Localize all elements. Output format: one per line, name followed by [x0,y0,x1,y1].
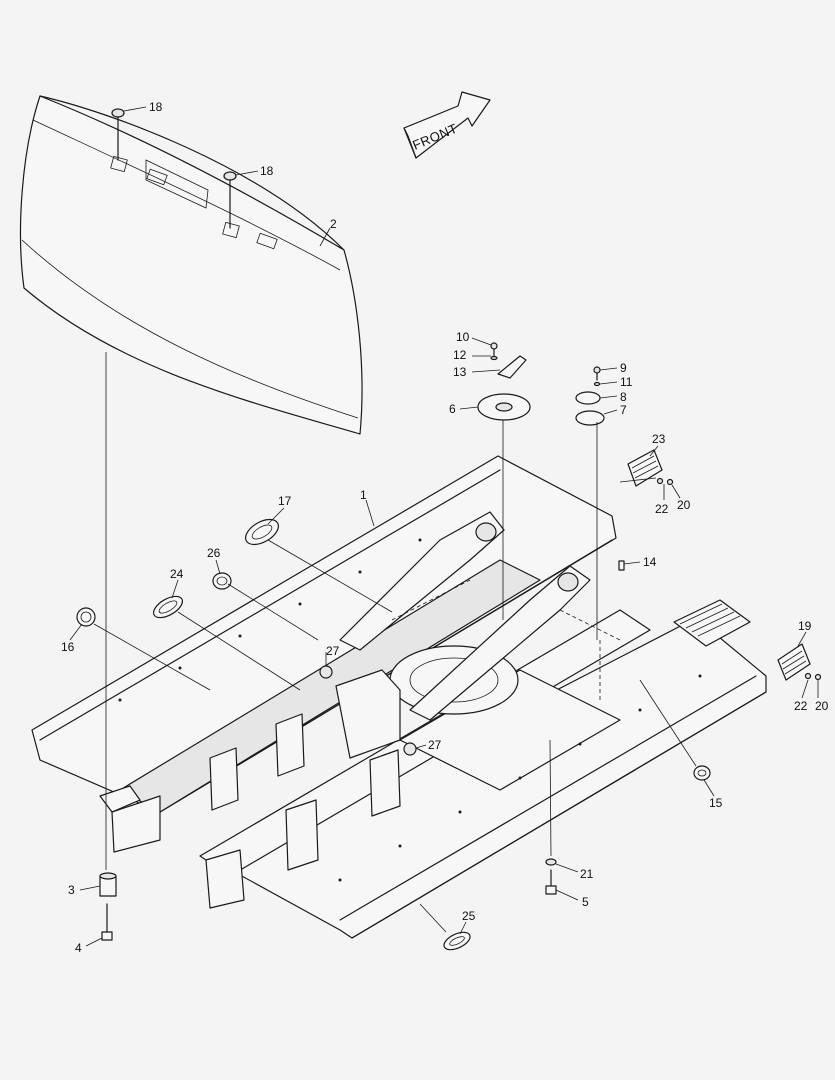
callout-18-lower: 18 [260,164,274,178]
callout-1: 1 [360,488,367,502]
assembly-guide-lines [93,352,697,933]
bolt-9-washer-11-cover-8-gasket-7 [575,366,605,426]
vent-19 [777,643,822,681]
callout-24: 24 [170,567,184,581]
callout-5: 5 [582,895,589,909]
counterweight [19,95,363,435]
callout-23: 23 [652,432,666,446]
grommet-16 [76,607,96,627]
eye-bolt-18-lower [223,171,237,229]
callout-16: 16 [61,640,75,654]
callout-4: 4 [75,941,82,955]
washer-6 [477,393,531,421]
callout-27-right: 27 [428,738,442,752]
callout-20-lower: 20 [815,699,829,713]
grommet-27-right [403,742,417,756]
callout-27-left: 27 [326,644,340,658]
grommet-26 [212,572,232,590]
callout-3: 3 [68,883,75,897]
spacer-3 [99,872,117,897]
callout-19: 19 [798,619,812,633]
callout-7: 7 [620,403,627,417]
bolt-10-washer-12-plate-13 [490,342,527,379]
callout-22-upper: 22 [655,502,669,516]
callout-13: 13 [453,365,467,379]
plug-14 [618,560,625,571]
callout-22-lower: 22 [794,699,808,713]
grommet-27-left [319,665,333,679]
callout-6: 6 [449,402,456,416]
grommet-15 [693,765,711,781]
grommet-17 [245,518,279,546]
washer-21-bolt-5 [545,858,557,895]
bolt-4 [101,903,113,941]
callout-17: 17 [278,494,292,508]
callout-leaders [69,106,819,947]
front-arrow: FRONT [403,91,491,159]
grommet-25 [443,931,471,951]
callout-labels: 18 18 2 10 12 13 6 9 11 8 7 23 22 20 1 1… [61,100,829,955]
callout-10: 10 [456,330,470,344]
vent-23 [627,449,674,487]
callout-21: 21 [580,867,594,881]
grommet-24 [152,595,184,619]
callout-20-upper: 20 [677,498,691,512]
callout-9: 9 [620,361,627,375]
callout-12: 12 [453,348,467,362]
callout-14: 14 [643,555,657,569]
callout-26: 26 [207,546,221,560]
callout-18-upper: 18 [149,100,163,114]
callout-15: 15 [709,796,723,810]
upper-frame [31,455,767,939]
callout-8: 8 [620,390,627,404]
callout-2: 2 [330,217,337,231]
eye-bolt-18-upper [111,108,125,161]
callout-11: 11 [620,375,633,389]
callout-25: 25 [462,909,476,923]
